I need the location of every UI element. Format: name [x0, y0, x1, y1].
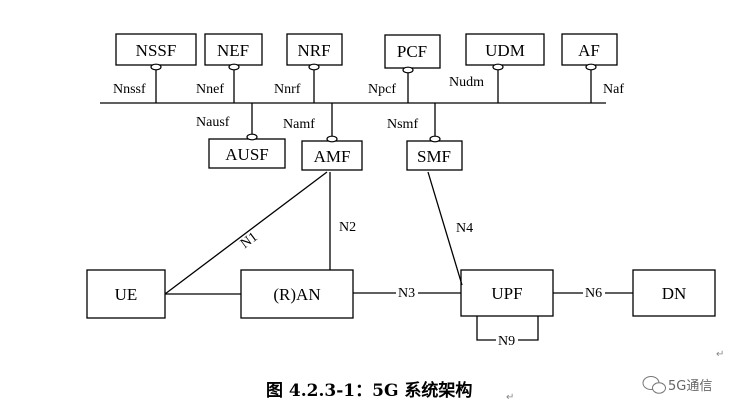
nnrf-label: Nnrf: [274, 82, 301, 97]
nnssf-label: Nnssf: [113, 82, 146, 97]
amf-label: AMF: [314, 147, 351, 166]
namf-label: Namf: [283, 117, 315, 132]
paragraph-mark: ↵: [716, 349, 724, 360]
nssf-interface-circle: [150, 63, 162, 71]
smf-label: SMF: [417, 147, 451, 166]
wechat-watermark: 5G通信: [642, 376, 712, 394]
smf-interface-circle: [429, 135, 441, 143]
nef-label: NEF: [217, 41, 249, 60]
nssf-label: NSSF: [136, 41, 177, 60]
n3-label-bg: [396, 284, 418, 300]
nrf-label: NRF: [297, 41, 330, 60]
upf-label: UPF: [491, 284, 522, 303]
udm-box: [465, 33, 545, 66]
amf-interface-circle: [326, 135, 338, 143]
pcf-interface-circle: [402, 66, 414, 74]
ausf-label: AUSF: [225, 145, 268, 164]
ran-label: (R)AN: [273, 285, 320, 304]
caption-paragraph-mark: ↵: [506, 392, 514, 403]
nnef-label: Nnef: [196, 82, 224, 97]
dn-label: DN: [662, 284, 687, 303]
udm-label: UDM: [485, 41, 525, 60]
n4-label: N4: [456, 221, 473, 236]
n1-label: N1: [238, 230, 261, 252]
ausf-box: [208, 138, 286, 169]
af-label: AF: [578, 41, 600, 60]
n4-line: [427, 171, 463, 286]
n9-label-bg: [496, 333, 518, 348]
n2-label: N2: [339, 220, 356, 235]
nudm-label: Nudm: [449, 75, 484, 90]
naf-label: Naf: [603, 82, 624, 97]
af-interface-circle: [585, 63, 597, 71]
watermark-text: 5G通信: [668, 379, 712, 394]
nrf-interface-circle: [308, 63, 320, 71]
n3-label: N3: [398, 286, 415, 301]
ue-label: UE: [115, 285, 138, 304]
figure-caption: 图 4.2.3-1：5G 系统架构: [266, 380, 472, 401]
nsmf-label: Nsmf: [387, 117, 418, 132]
wechat-icon: [642, 376, 666, 394]
n9-label: N9: [498, 334, 515, 349]
nausf-label: Nausf: [196, 115, 230, 130]
nef-interface-circle: [228, 63, 240, 71]
udm-interface-circle: [492, 63, 504, 71]
ausf-interface-circle: [246, 133, 258, 141]
npcf-label: Npcf: [368, 82, 396, 97]
n6-label-bg: [583, 284, 605, 300]
n1-line: [164, 171, 328, 295]
pcf-label: PCF: [397, 42, 427, 61]
n6-label: N6: [585, 286, 602, 301]
